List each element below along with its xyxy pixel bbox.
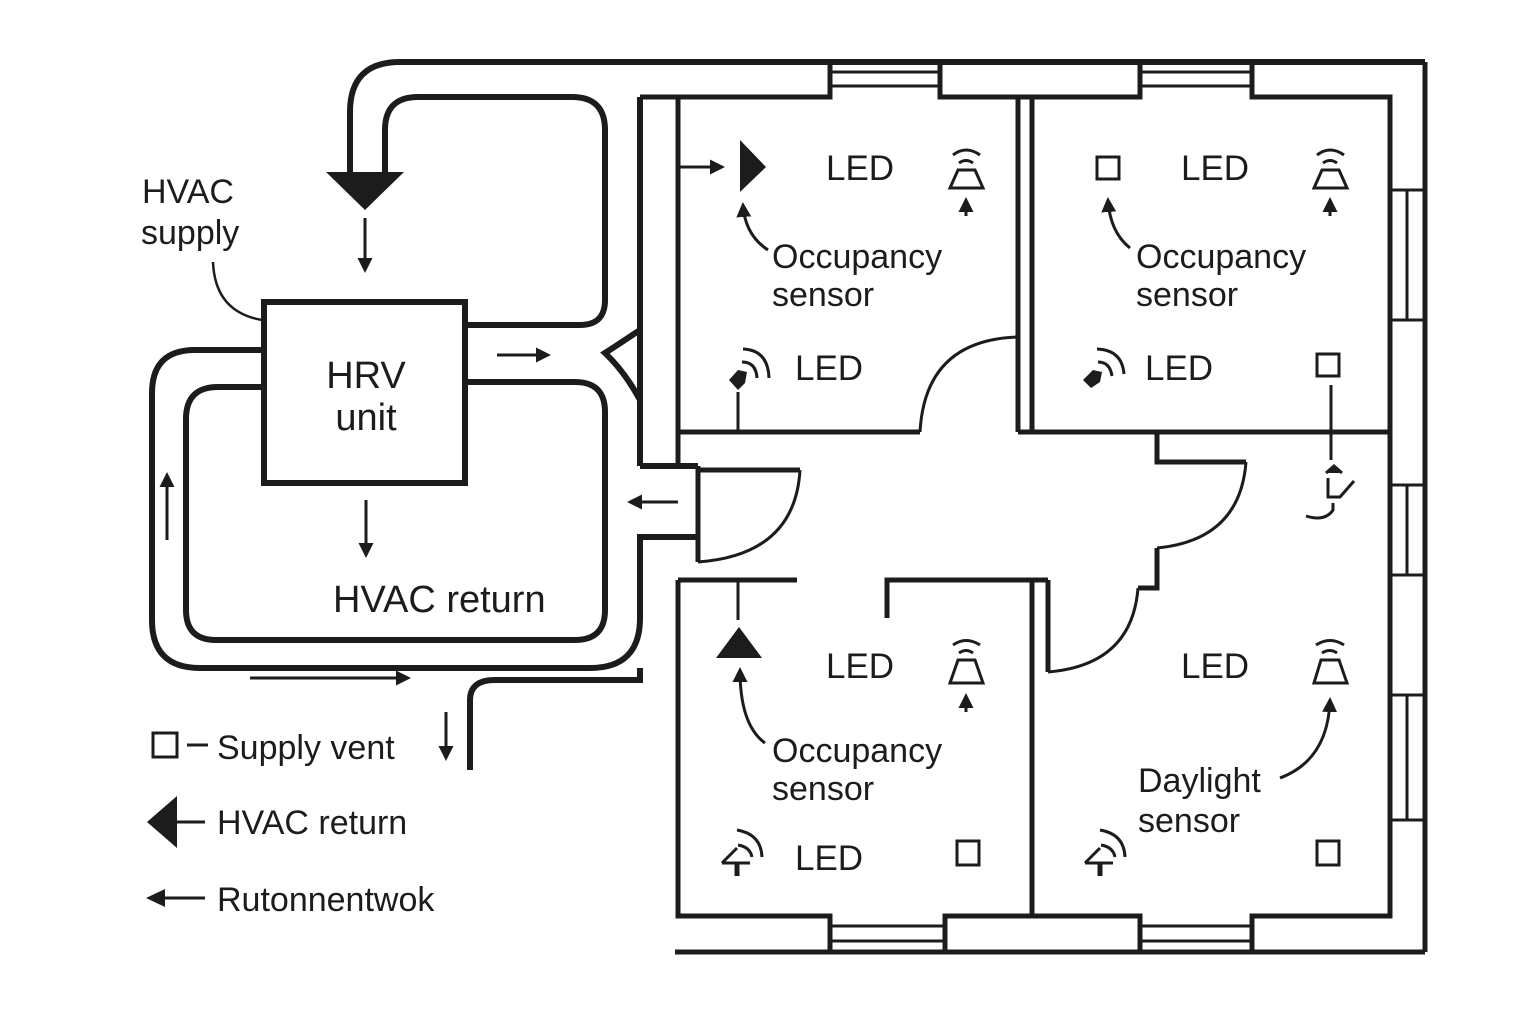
square-icon [1315, 352, 1341, 378]
led-label: LED [1181, 149, 1249, 188]
sensor-pointer-arrow [736, 202, 769, 252]
exterior-walls [640, 59, 1428, 955]
sensor-label-2: sensor [1136, 276, 1238, 314]
sensor-pointer-arrow [732, 667, 766, 745]
led-label: LED [795, 349, 863, 388]
led-label: LED [795, 839, 863, 878]
sensor-label-1: Occupancy [772, 238, 942, 276]
led-label: LED [1181, 647, 1249, 686]
sensor-label-2: sensor [772, 770, 874, 808]
interior-walls [675, 97, 1390, 916]
large-left-arrow-icon [147, 796, 177, 848]
legend-item-0-label: Supply vent [217, 729, 395, 767]
thin-left-arrow-icon [146, 889, 165, 907]
supply-duct [347, 59, 1425, 328]
led-label: LED [826, 647, 894, 686]
windows-bottom [830, 924, 1252, 943]
wireless-light-icon [729, 347, 771, 390]
hvac-supply-label-1: HVAC [142, 173, 234, 211]
sensor-label-1: Occupancy [1136, 238, 1306, 276]
triangle-up-icon [716, 627, 762, 658]
supply-duct-arrowhead [326, 172, 404, 210]
square-icon [955, 839, 981, 867]
wireless-light-icon [1083, 347, 1126, 388]
room-top-left: LED Occupancy sensor LED [729, 140, 986, 390]
ceiling-light-icon [947, 639, 986, 712]
hrv-unit-label-1: HRV [326, 355, 406, 397]
windows-top [830, 70, 1252, 88]
windows-right [1390, 188, 1425, 822]
hrv-unit-box [261, 299, 468, 486]
hvac-supply-label-2: supply [141, 214, 239, 252]
sensor-label-1: Occupancy [772, 732, 942, 770]
antenna-light-icon [1083, 828, 1127, 876]
switch-icon [1305, 464, 1356, 520]
hvac-return-label: HVAC return [333, 579, 546, 621]
antenna-light-icon [720, 828, 764, 876]
ceiling-light-icon [947, 148, 986, 216]
sensor-label-2: sensor [1138, 802, 1240, 840]
sensor-pointer-arrow [1279, 697, 1338, 780]
legend-item-2-label: Rutonnentwok [217, 881, 435, 919]
square-vent-icon [151, 731, 179, 759]
fixture-drops [678, 159, 1333, 620]
room-bottom-left: LED Occupancy sensor LED [716, 627, 986, 878]
room-bottom-right: LED Daylight sensor [1083, 639, 1350, 876]
hrv-unit-label-2: unit [335, 397, 397, 439]
sensor-label-1: Daylight [1138, 762, 1261, 800]
door-swings [697, 335, 1248, 674]
lamp-icon [1311, 639, 1350, 685]
return-duct [149, 97, 698, 770]
square-icon [1315, 839, 1341, 867]
room-top-right: LED Occupancy sensor LED [1083, 148, 1356, 520]
square-icon [1095, 155, 1121, 181]
ceiling-light-icon [1311, 148, 1350, 216]
wedge-right-icon [740, 140, 766, 192]
legend-item-1-label: HVAC return [217, 804, 407, 842]
led-label: LED [826, 149, 894, 188]
sensor-pointer-arrow [1101, 197, 1131, 250]
supply-callout-leader [211, 261, 263, 322]
sensor-label-2: sensor [772, 276, 874, 314]
legend: Supply vent HVAC return Rutonnentwok [146, 729, 435, 919]
led-label: LED [1145, 349, 1213, 388]
